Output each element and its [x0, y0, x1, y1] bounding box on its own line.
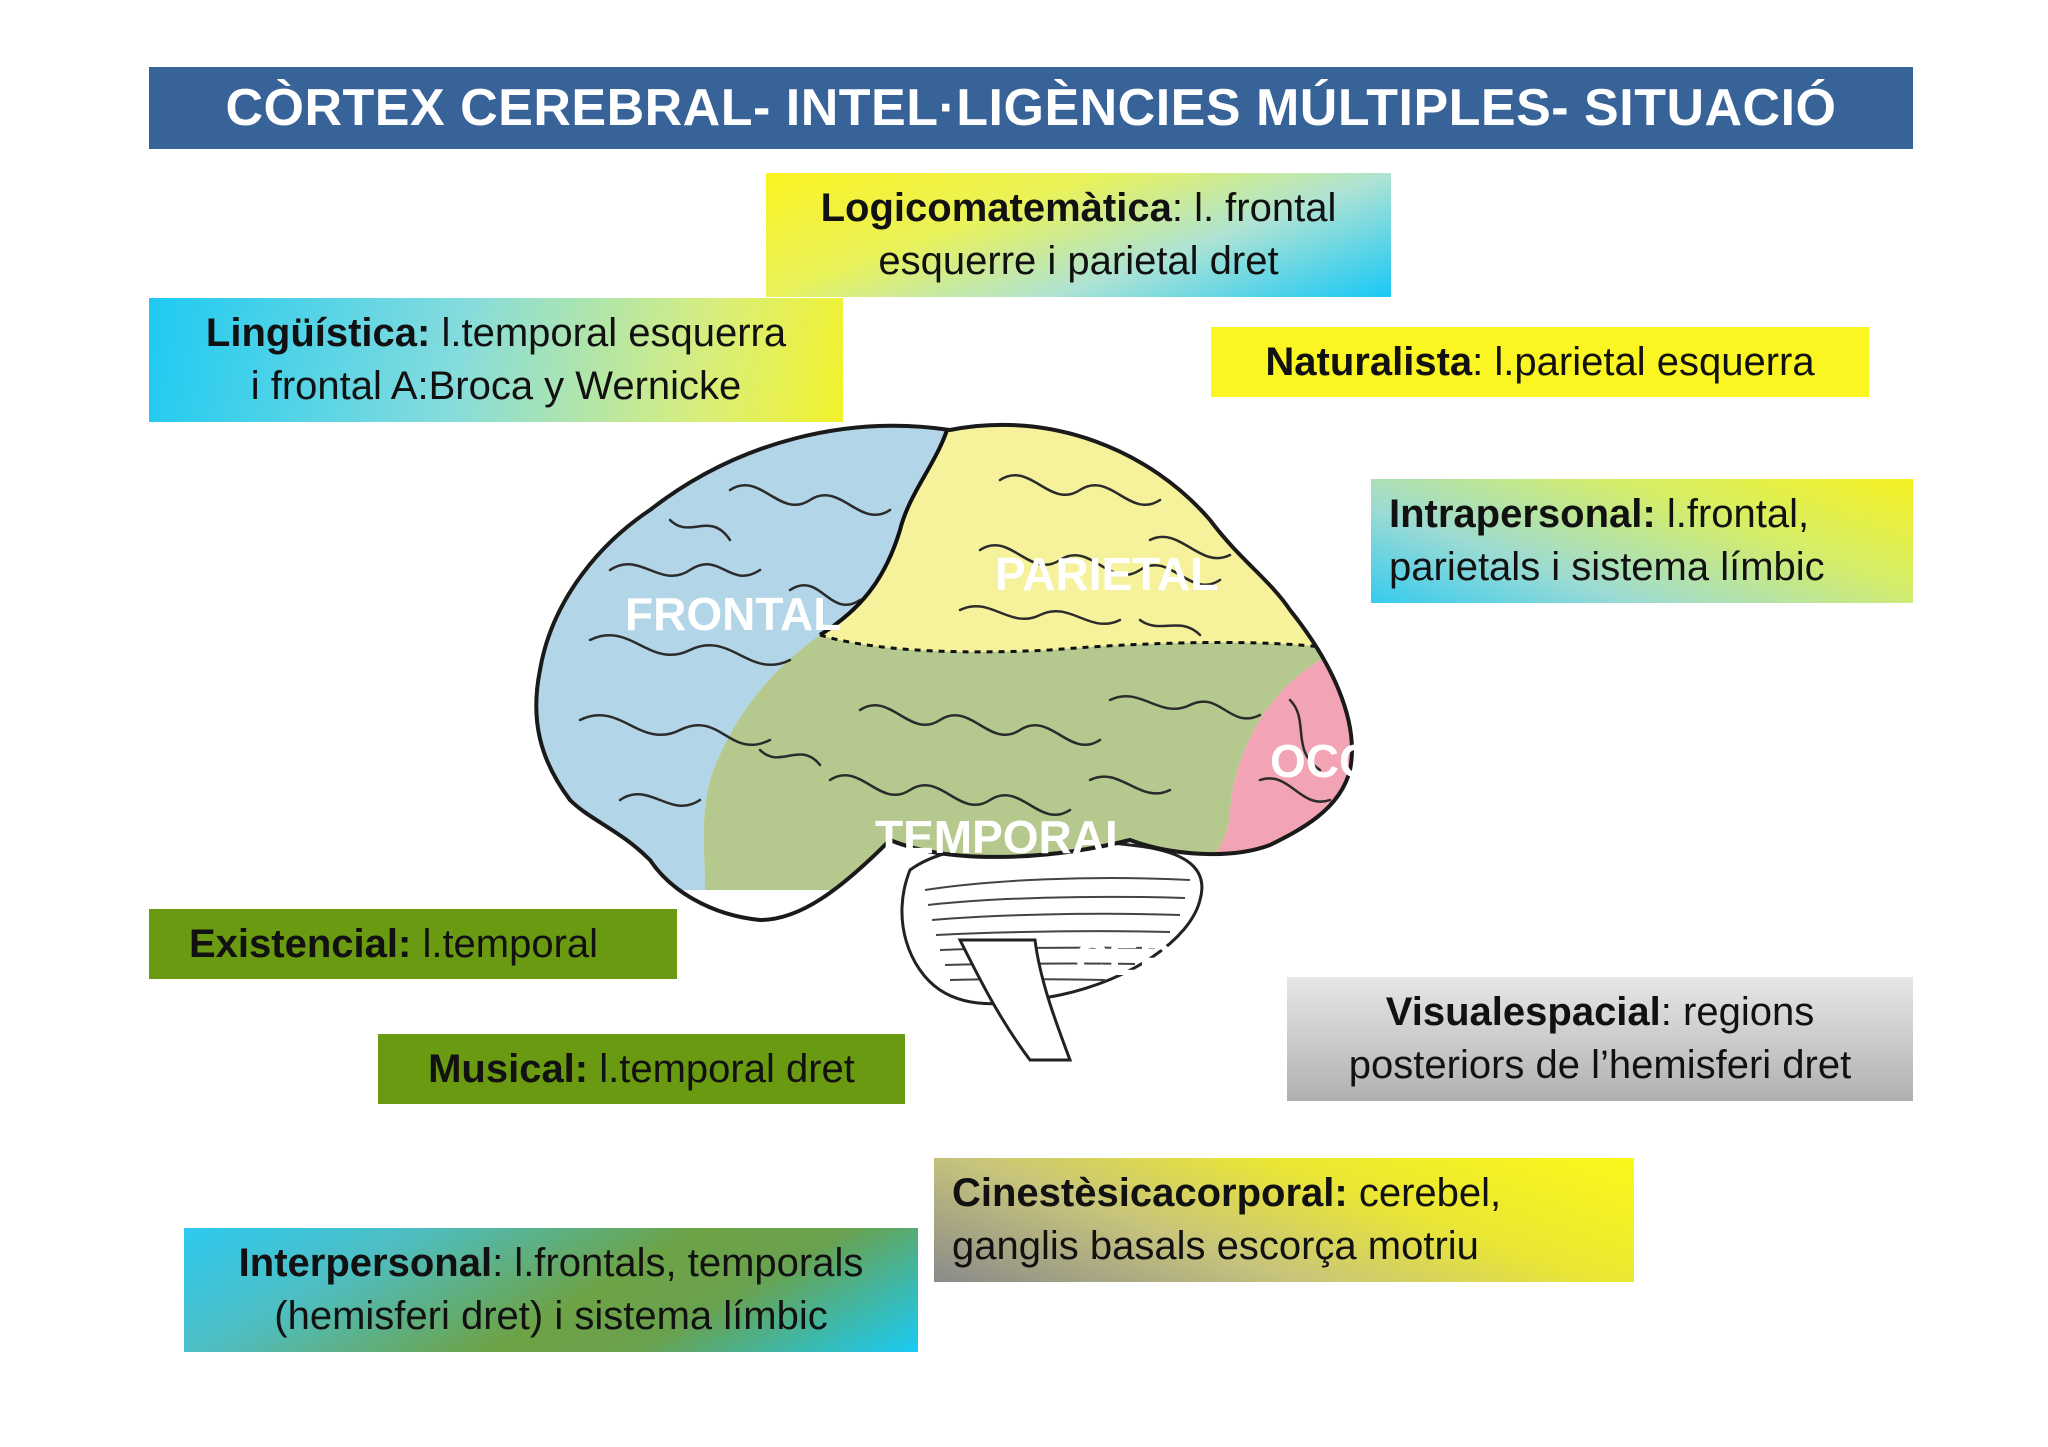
- musical-box: Musical: l.temporal dret: [378, 1034, 905, 1104]
- box-bold-label: Visualespacial: [1385, 990, 1661, 1034]
- existencial-box: Existencial: l.temporal: [149, 909, 677, 979]
- logicomatematica-box: Logicomatemàtica: l. frontal esquerre i …: [766, 173, 1391, 297]
- lobe-label-occipital: OCCIPI: [1270, 735, 1428, 787]
- box-text: l.temporal esquerra: [430, 311, 787, 355]
- naturalista-box: Naturalista: l.parietal esquerra: [1211, 327, 1869, 397]
- box-text: parietals i sistema límbic: [1389, 545, 1825, 589]
- lobe-label-temporal: TEMPORAL: [875, 811, 1133, 863]
- box-bold-label: Naturalista: [1265, 339, 1473, 384]
- box-text: i frontal A:Broca y Wernicke: [250, 364, 742, 408]
- cinestesicacorporal-box: Cinestèsicacorporal: cerebel, ganglis ba…: [934, 1158, 1634, 1282]
- visualespacial-box: Visualespacial: regions posteriors de l’…: [1287, 977, 1913, 1101]
- box-text: : l.parietal esquerra: [1472, 339, 1815, 384]
- box-text: esquerre i parietal dret: [878, 239, 1279, 283]
- brain-diagram: FRONTAL PARIETAL TEMPORAL OCCIPI CEREBEL: [534, 422, 1428, 1062]
- box-bold-label: Logicomatemàtica: [820, 186, 1172, 230]
- page-title: CÒRTEX CEREBRAL- INTEL·LIGÈNCIES MÚLTIPL…: [149, 67, 1913, 149]
- box-bold-label: Musical:: [428, 1046, 589, 1091]
- occipital-lobe: [1190, 650, 1352, 890]
- box-bold-label: Cinestèsicacorporal:: [952, 1171, 1348, 1215]
- interpersonal-box: Interpersonal: l.frontals, temporals (he…: [184, 1228, 918, 1352]
- lobe-label-parietal: PARIETAL: [995, 548, 1218, 600]
- box-text: : regions: [1660, 990, 1815, 1034]
- box-text: : l. frontal: [1171, 186, 1337, 230]
- box-text: l.temporal dret: [588, 1046, 855, 1091]
- box-text: (hemisferi dret) i sistema límbic: [274, 1294, 828, 1338]
- box-text: : l.frontals, temporals: [492, 1241, 864, 1285]
- box-bold-label: Existencial:: [189, 921, 412, 966]
- lobe-label-cerebel: CEREBEL: [1075, 933, 1295, 985]
- brain-outline: [534, 422, 1354, 923]
- temporal-lobe: [703, 635, 1340, 890]
- linguistica-box: Lingüística: l.temporal esquerra i front…: [149, 298, 843, 422]
- box-text: l.temporal: [411, 921, 599, 966]
- box-bold-label: Lingüística:: [205, 311, 431, 355]
- box-text: l.frontal,: [1655, 492, 1810, 536]
- box-text: cerebel,: [1347, 1171, 1502, 1215]
- intrapersonal-box: Intrapersonal: l.frontal, parietals i si…: [1371, 479, 1913, 603]
- box-text: posteriors de l’hemisferi dret: [1348, 1043, 1852, 1087]
- box-text: ganglis basals escorça motriu: [952, 1224, 1479, 1268]
- lobe-label-frontal: FRONTAL: [625, 588, 841, 640]
- box-bold-label: Intrapersonal:: [1389, 492, 1656, 536]
- box-bold-label: Interpersonal: [238, 1241, 493, 1285]
